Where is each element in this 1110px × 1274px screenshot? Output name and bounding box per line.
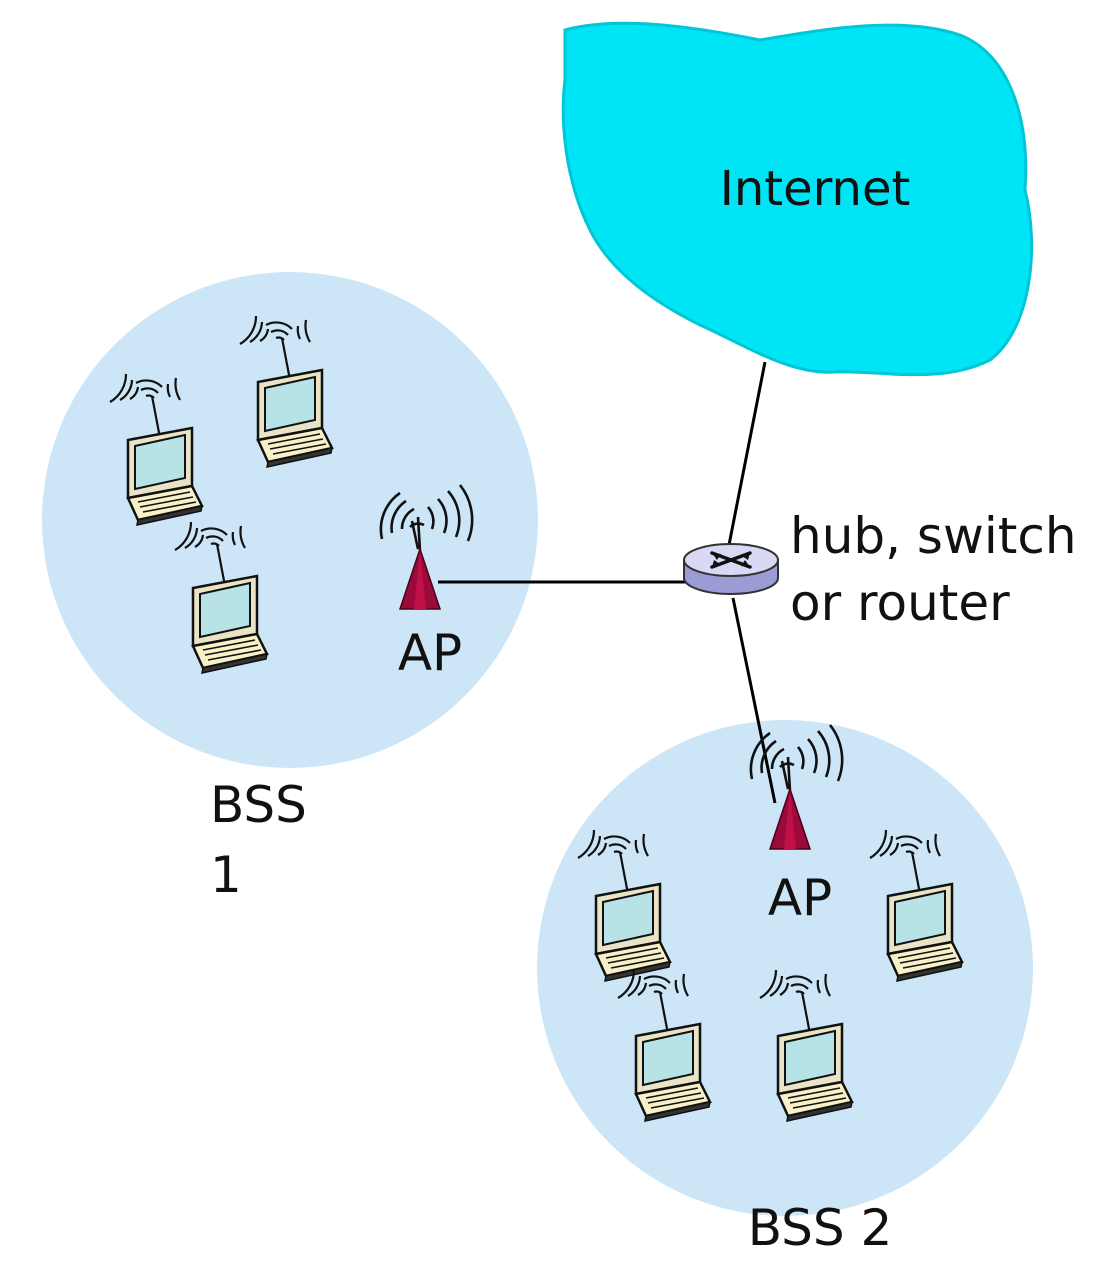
internet-cloud: [561, 21, 1034, 377]
switch-icon: [683, 543, 779, 595]
link-hub-to-ap2: [731, 597, 777, 804]
ap-label-bss1: AP: [398, 624, 462, 682]
bss2-label: BSS 2: [748, 1199, 893, 1257]
bss1-label-line2: 1: [210, 846, 242, 904]
internet-label: Internet: [720, 161, 911, 217]
bss1-coverage-area: [42, 272, 538, 768]
link-internet-to-hub: [726, 361, 767, 551]
bss1-label-line1: BSS: [210, 776, 307, 834]
hub-label-line2: or router: [790, 574, 1010, 632]
ap-label-bss2: AP: [768, 869, 832, 927]
hub-label-line1: hub, switch: [790, 507, 1077, 565]
